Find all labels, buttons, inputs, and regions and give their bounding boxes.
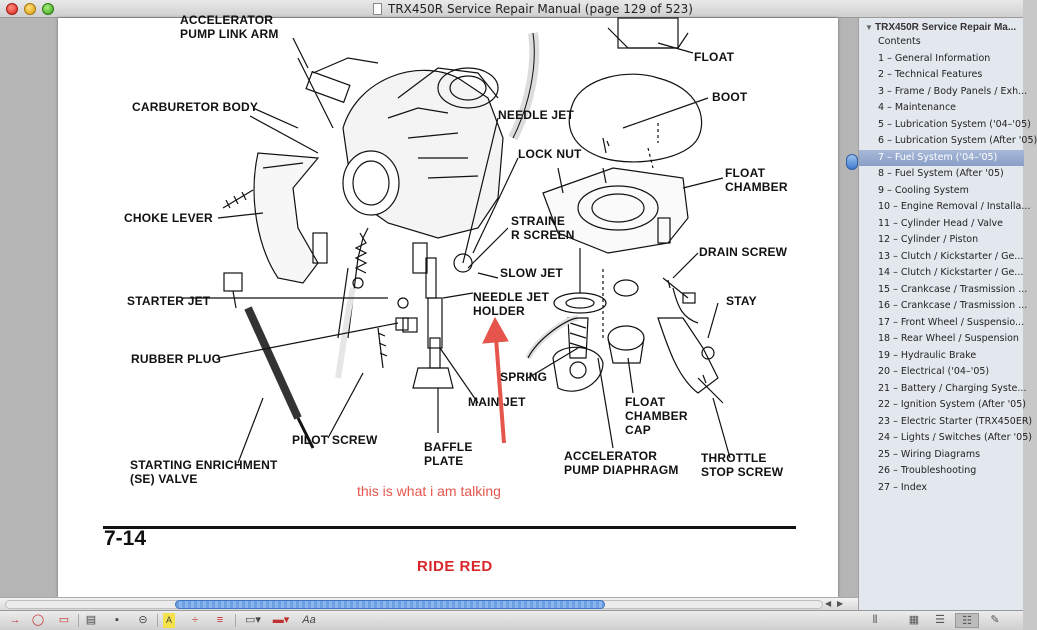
toc-item[interactable]: Contents <box>878 36 921 47</box>
label-float-chamber: FLOAT CHAMBER <box>725 166 788 194</box>
table-of-contents-sidebar[interactable]: ▼TRX450R Service Repair Ma... Contents 1 … <box>858 18 1037 610</box>
toc-item[interactable]: 21 – Battery / Charging Syste... <box>878 382 1027 394</box>
disclosure-triangle-icon[interactable]: ▼ <box>865 23 873 32</box>
label-rubber-plug: RUBBER PLUG <box>131 352 222 366</box>
label-float-chamber-cap: FLOAT CHAMBER CAP <box>625 395 688 437</box>
toc-item[interactable]: 19 – Hydraulic Brake <box>878 349 977 361</box>
rectangle-tool-icon[interactable]: ▭ <box>58 614 70 626</box>
label-drain-screw: DRAIN SCREW <box>699 245 788 259</box>
oval-tool-icon[interactable]: ◯ <box>31 614 45 626</box>
label-stay: STAY <box>726 294 757 308</box>
ride-red-logo: RIDE RED <box>417 558 493 575</box>
label-baffle-plate: BAFFLE PLATE <box>424 440 473 468</box>
toc-item[interactable]: 6 – Lubrication System (After '05) <box>878 135 1037 146</box>
underline-tool-icon[interactable]: ≡ <box>216 614 224 626</box>
toc-item[interactable]: 18 – Rear Wheel / Suspension <box>878 333 1019 344</box>
toc-item[interactable]: 27 – Index <box>878 481 928 493</box>
toc-item[interactable]: 14 – Clutch / Kickstarter / Ge... <box>878 267 1024 278</box>
toc-item[interactable]: 3 – Frame / Body Panels / Exh... <box>878 85 1028 97</box>
toc-item[interactable]: 1 – General Information <box>878 52 991 64</box>
toc-item[interactable]: 12 – Cylinder / Piston <box>878 234 979 245</box>
highlight-tool-icon[interactable]: A <box>163 613 175 628</box>
label-accel-pump-link-arm: ACCELERATOR PUMP LINK ARM <box>180 13 279 41</box>
toc-item[interactable]: 25 – Wiring Diagrams <box>878 448 981 460</box>
label-starting-enrichment-valve: STARTING ENRICHMENT (SE) VALVE <box>130 458 278 486</box>
label-choke-lever: CHOKE LEVER <box>124 211 213 225</box>
font-tool-icon[interactable]: Aa <box>302 614 316 626</box>
toc-item[interactable]: 23 – Electric Starter (TRX450ER) <box>878 415 1033 427</box>
toc-item[interactable]: 4 – Maintenance <box>878 102 957 113</box>
toolbar-separator <box>157 614 158 627</box>
label-boot: BOOT <box>712 90 748 104</box>
toolbar-separator <box>235 614 236 627</box>
toc-item[interactable]: 15 – Crankcase / Trasmission ... <box>878 283 1028 295</box>
document-view[interactable]: ACCELERATOR PUMP LINK ARM CARBURETOR BOD… <box>0 13 858 597</box>
toc-item[interactable]: 5 – Lubrication System ('04–'05) <box>878 118 1031 130</box>
toc-item[interactable]: 20 – Electrical ('04–'05) <box>878 366 990 377</box>
toc-item[interactable]: 17 – Front Wheel / Suspensio... <box>878 316 1025 328</box>
horizontal-scrollbar[interactable]: ◀ ▶ <box>0 597 858 610</box>
comment-tool-icon[interactable]: ▪ <box>115 614 119 626</box>
toc-item[interactable]: 16 – Crankcase / Trasmission ... <box>878 300 1028 311</box>
label-strainer-screen: STRAINE R SCREEN <box>511 214 575 242</box>
toc-item[interactable]: 8 – Fuel System (After '05) <box>878 168 1004 179</box>
label-slow-jet: SLOW JET <box>500 266 563 280</box>
toolbar-separator <box>78 614 79 627</box>
scrollbar-thumb[interactable] <box>175 600 605 609</box>
annotation-toolbar: → ◯ ▭ ▤ ▪ ⊝ A ÷ ≡ ▭▾ ▬▾ Aa ⦀ ▦ ☰ ☷ ✎ <box>0 610 1023 630</box>
toc-item[interactable]: 7 – Fuel System ('04–'05) <box>859 149 1024 166</box>
toc-document-title[interactable]: ▼TRX450R Service Repair Ma... <box>865 22 1017 33</box>
toc-item[interactable]: 9 – Cooling System <box>878 184 969 196</box>
scroll-right-icon[interactable]: ▶ <box>837 599 844 608</box>
label-spring: SPRING <box>500 370 548 384</box>
list-outline-icon[interactable]: ☰ <box>935 614 945 626</box>
title-bar: TRX450R Service Repair Manual (page 129 … <box>0 0 1023 18</box>
toc-item[interactable]: 22 – Ignition System (After '05) <box>878 399 1026 410</box>
sidebar-splitter-handle[interactable] <box>846 154 858 170</box>
annotation-arrow <box>482 316 509 444</box>
label-carburetor-body: CARBURETOR BODY <box>132 100 259 114</box>
toc-item[interactable]: 10 – Engine Removal / Installa... <box>878 201 1031 212</box>
label-lock-nut: LOCK NUT <box>518 147 582 161</box>
toc-item[interactable]: 24 – Lights / Switches (After '05) <box>878 432 1032 443</box>
grid-view-icon[interactable]: ▦ <box>908 614 920 626</box>
toc-item[interactable]: 11 – Cylinder Head / Valve <box>878 217 1004 229</box>
toc-view-icon[interactable]: ☷ <box>955 613 979 628</box>
pdf-page: ACCELERATOR PUMP LINK ARM CARBURETOR BOD… <box>58 13 838 597</box>
document-proxy-icon[interactable] <box>373 3 382 15</box>
label-throttle-stop-screw: THROTTLE STOP SCREW <box>701 451 784 479</box>
pencil-icon[interactable]: ✎ <box>990 614 1000 626</box>
toc-item[interactable]: 13 – Clutch / Kickstarter / Ge... <box>878 250 1024 262</box>
footer-divider <box>103 526 796 529</box>
annotation-text: this is what i am talking <box>357 483 501 499</box>
thumbnail-view-icon[interactable]: ⦀ <box>872 614 878 626</box>
label-starter-jet: STARTER JET <box>127 294 211 308</box>
color-picker-icon[interactable]: ▭▾ <box>245 614 261 626</box>
label-float: FLOAT <box>694 50 735 64</box>
note-tool-icon[interactable]: ▤ <box>85 614 97 626</box>
toc-item[interactable]: 2 – Technical Features <box>878 69 983 80</box>
label-needle-jet: NEEDLE JET <box>498 108 575 122</box>
strike-tool-icon[interactable]: ÷ <box>191 614 199 626</box>
line-style-icon[interactable]: ▬▾ <box>272 614 290 626</box>
link-tool-icon[interactable]: ⊝ <box>138 614 148 626</box>
minimize-window-button[interactable] <box>24 3 36 15</box>
scroll-left-icon[interactable]: ◀ <box>825 599 832 608</box>
arrow-tool-icon[interactable]: → <box>9 614 21 626</box>
close-window-button[interactable] <box>6 3 18 15</box>
zoom-window-button[interactable] <box>42 3 54 15</box>
label-main-jet: MAIN JET <box>468 395 526 409</box>
label-needle-jet-holder: NEEDLE JET HOLDER <box>473 290 550 318</box>
label-pilot-screw: PILOT SCREW <box>292 433 378 447</box>
toc-item[interactable]: 26 – Troubleshooting <box>878 465 977 476</box>
label-accel-pump-diaphragm: ACCELERATOR PUMP DIAPHRAGM <box>564 449 679 477</box>
carburetor-exploded-diagram <box>183 17 731 464</box>
page-number: 7-14 <box>104 527 147 550</box>
window-title: TRX450R Service Repair Manual (page 129 … <box>388 2 693 16</box>
